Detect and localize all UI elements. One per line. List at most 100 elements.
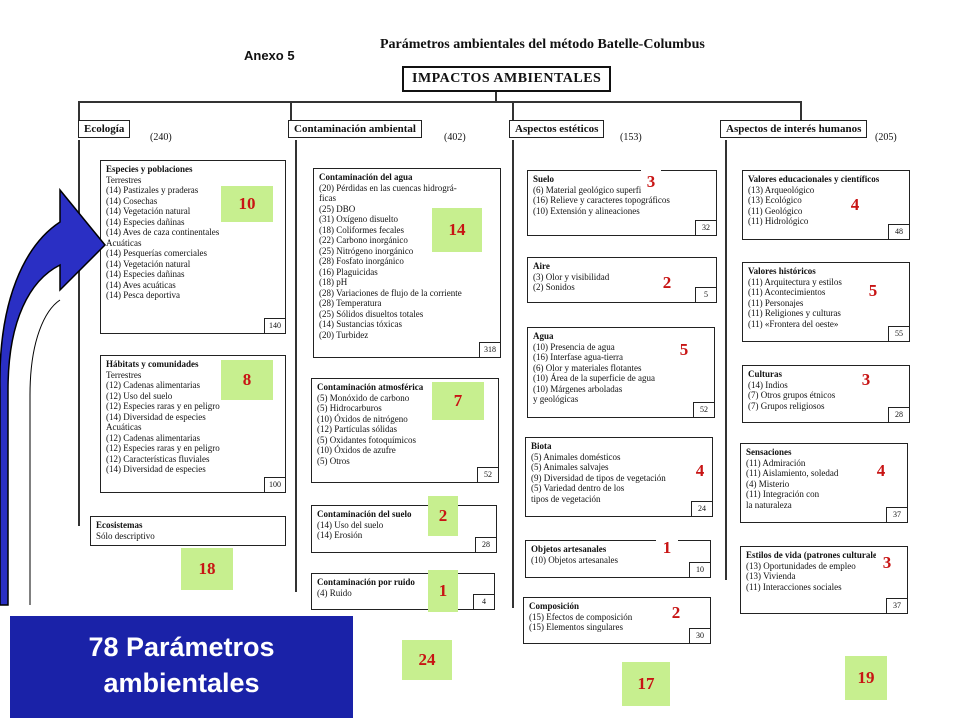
parameter-item: (16) Plaguicidas	[319, 266, 378, 277]
count-badge: 19	[845, 656, 887, 700]
parameter-item: (11) «Frontera del oeste»	[748, 318, 839, 329]
count-label: 4	[690, 458, 710, 484]
count-badge: 17	[622, 662, 670, 706]
root-connector	[495, 92, 497, 102]
count-label: 4	[870, 458, 892, 484]
parameter-item: (15) Elementos singulares	[529, 622, 623, 632]
box-title: Ecosistemas	[96, 520, 143, 530]
box-total: 32	[695, 219, 716, 235]
summary-line-2: ambientales	[103, 668, 260, 698]
category-interes: Aspectos de interés humanos	[720, 120, 868, 138]
box-especies-poblaciones: Especies y poblaciones Terrestres (14) P…	[100, 160, 286, 334]
count-label: 3	[876, 550, 898, 576]
parameter-item: (14) Pesquerías comerciales	[106, 248, 207, 258]
parameter-item: (11) Personajes	[748, 297, 804, 308]
connector-contaminacion	[290, 101, 292, 121]
box-total: 5	[695, 286, 716, 302]
count-label: 5	[673, 337, 695, 363]
connector-esteticos	[512, 101, 514, 121]
box-total: 140	[264, 317, 285, 333]
top-connector	[78, 101, 801, 103]
box-esteticos-objetos: Objetos artesanales (10) Objetos artesan…	[525, 540, 711, 578]
parameter-item: y geológicas	[533, 394, 579, 404]
count-label: 3	[855, 367, 877, 393]
parameter-item: (13) Oportunidades de empleo	[746, 560, 856, 571]
parameter-item: (20) Turbidez	[319, 329, 369, 340]
box-title: Suelo	[533, 174, 555, 184]
box-total: 52	[477, 466, 498, 482]
box-total: 318	[479, 341, 500, 357]
subgroup-label: Terrestres	[106, 369, 142, 380]
subgroup-label: Acuáticas	[106, 422, 142, 432]
parameter-item: (11) Admiración	[746, 457, 806, 468]
box-title: Contaminación atmosférica	[317, 382, 424, 392]
box-ecosistemas: Ecosistemas Sólo descriptivo	[90, 516, 286, 546]
parameter-item: (14) Pastizales y praderas	[106, 185, 199, 195]
parameter-item: (12) Cadenas alimentarias	[106, 380, 200, 390]
box-total: 24	[691, 500, 712, 516]
parameter-item: (16) Interfase agua-tierra	[533, 352, 623, 362]
parameter-item: (5) Otros	[317, 455, 350, 466]
category-interes-weight: (205)	[875, 132, 897, 143]
box-title: Especies y poblaciones	[106, 164, 193, 174]
box-esteticos-suelo: Suelo (6) Material geológico superficial…	[527, 170, 717, 236]
parameter-item: (10) Área de la superficie de agua	[533, 373, 655, 383]
category-ecologia: Ecología	[78, 120, 131, 138]
parameter-item: (28) Temperatura	[319, 298, 382, 308]
parameter-item: (11) Arquitectura y estilos	[748, 276, 842, 287]
parameter-item: (5) Animales salvajes	[531, 462, 609, 472]
count-label: 2	[666, 600, 686, 626]
parameter-item: (4) Misterio	[746, 478, 790, 489]
parameter-item: (12) Especies raras y en peligro	[106, 401, 220, 411]
parameter-item: (20) Pérdidas en las cuencas hidrográ-	[319, 182, 457, 193]
count-label: 4	[844, 192, 866, 218]
summary-line-1: 78 Parámetros	[88, 632, 275, 662]
subgroup-label: Terrestres	[106, 174, 142, 185]
parameter-item: (14) Sustancias tóxicas	[319, 319, 402, 329]
parameter-item: (18) pH	[319, 277, 348, 287]
parameter-item: (11) Religiones y culturas	[748, 308, 841, 318]
box-contaminacion-ruido: Contaminación por ruido (4) Ruido 4	[311, 573, 495, 610]
parameter-item: (5) Variedad dentro de los	[531, 483, 625, 493]
parameter-item: (28) Fosfato inorgánico	[319, 256, 404, 266]
category-contaminacion: Contaminación ambiental	[288, 120, 422, 138]
box-total: 37	[886, 597, 907, 613]
parameter-item: (25) Sólidos disueltos totales	[319, 308, 424, 319]
parameter-item: (14) Indios	[748, 379, 788, 390]
parameter-item: (3) Olor y visibilidad	[533, 271, 610, 282]
anexo-label: Anexo 5	[244, 48, 295, 63]
parameter-item: (25) Nitrógeno inorgánico	[319, 245, 414, 256]
parameter-item: (12) Partículas sólidas	[317, 424, 397, 434]
box-contaminacion-suelo: Contaminación del suelo (14) Uso del sue…	[311, 505, 497, 553]
count-badge: 7	[432, 382, 484, 420]
connector-ecologia	[78, 101, 80, 121]
parameter-item: (12) Especies raras y en peligro	[106, 443, 220, 453]
curved-arrow-icon	[0, 187, 107, 606]
root-node: IMPACTOS AMBIENTALES	[402, 66, 612, 92]
box-culturas: Culturas (14) Indios(7) Otros grupos étn…	[742, 365, 910, 423]
parameter-item: (7) Grupos religiosos	[748, 400, 825, 411]
parameter-item: tipos de vegetación	[531, 493, 601, 504]
parameter-item: ficas	[319, 193, 336, 203]
parameter-item: (11) Geológico	[748, 205, 803, 216]
box-total: 28	[888, 406, 909, 422]
box-esteticos-agua: Agua (10) Presencia de agua(16) Interfas…	[527, 327, 715, 418]
parameter-item: (12) Cadenas alimentarias	[106, 432, 200, 443]
box-title: Contaminación por ruido	[317, 577, 415, 587]
parameter-item: (9) Diversidad de tipos de vegetación	[531, 472, 666, 483]
parameter-item: (10) Presencia de agua	[533, 341, 615, 352]
parameter-item: (10) Extensión y alineaciones	[533, 205, 640, 216]
box-total: 28	[475, 536, 496, 552]
count-label: 1	[656, 535, 678, 561]
box-title: Valores educacionales y científicos	[748, 174, 880, 184]
category-contaminacion-weight: (402)	[444, 132, 466, 143]
box-title: Aire	[533, 261, 550, 271]
box-valores-historicos: Valores históricos (11) Arquitectura y e…	[742, 262, 910, 342]
parameter-item: (6) Material geológico superficial	[533, 184, 655, 195]
parameter-item: (10) Óxidos de nitrógeno	[317, 413, 408, 424]
box-valores-educacionales: Valores educacionales y científicos (13)…	[742, 170, 910, 240]
summary-box: 78 Parámetros ambientales	[10, 616, 353, 718]
count-badge: 1	[428, 570, 458, 612]
parameter-item: (14) Pesca deportiva	[106, 290, 180, 300]
count-badge: 8	[221, 360, 273, 400]
